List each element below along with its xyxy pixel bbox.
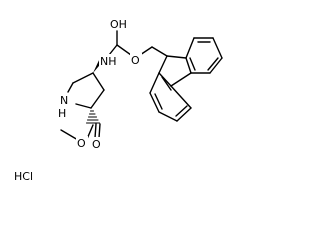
carbamate-group (108, 30, 168, 57)
carbamate-hydroxyl-label: OH (110, 18, 127, 31)
bond-carbonyl-o (116, 44, 132, 56)
right-ring-bond-1 (185, 37, 195, 59)
ring-bond-c2-n1 (75, 103, 92, 109)
left-ring-bond-2 (149, 92, 160, 113)
bond-c-eq-o-1 (94, 123, 97, 139)
right-ring-double-3 (189, 57, 196, 71)
bond-ch2-c9 (151, 46, 168, 57)
ring-bond-c4-c5 (92, 72, 105, 91)
right-ring-bond-3 (212, 37, 223, 59)
fluorene-bond-c9-c9a (158, 55, 168, 74)
ester-oxygen-label: O (77, 137, 86, 150)
amide-nitrogen-label: NH (100, 55, 117, 68)
ring-bond-c5-c2 (90, 89, 105, 109)
fluorene-bond-c4a-c4b (170, 72, 192, 87)
fluorene-bond-c9a-c4a (158, 72, 172, 87)
salt-label: HCl (14, 170, 33, 183)
right-ring-double-2 (207, 57, 219, 71)
right-ring-bond-4 (209, 57, 223, 74)
left-ring-bond-1 (149, 72, 160, 94)
left-ring-double-3 (161, 76, 172, 91)
stereo-hash-c2 (85, 110, 101, 124)
ester-carbonyl-oxygen-label: O (92, 138, 101, 151)
ring-bond-c3-c4 (72, 72, 94, 84)
chemical-structure: NH N H OH O O O HCl (14, 17, 223, 183)
ring-bond-n1-c3 (67, 82, 74, 93)
bond-n-carbonyl (108, 44, 118, 56)
left-ring-bond-4 (176, 107, 192, 122)
bond-c-eq-o-2 (98, 123, 101, 139)
carbamate-oxygen-label: O (131, 54, 140, 67)
left-ring-bond-5 (170, 85, 192, 109)
left-ring-double-1 (154, 93, 163, 110)
fluorene-bond-c4b-c8a (185, 57, 192, 74)
left-ring-double-2 (175, 105, 188, 117)
left-ring-bond-3 (158, 111, 178, 122)
ring-nitrogen-label: N (60, 94, 68, 107)
pyrrolidine-ring (67, 72, 105, 109)
fluorene-group (149, 37, 223, 122)
fluorene-bond-c8a-c9 (166, 55, 187, 59)
atom-labels: NH N H OH O O O (58, 17, 142, 151)
bond-o-methyl (60, 129, 79, 141)
ring-hydrogen-label: H (58, 107, 66, 120)
